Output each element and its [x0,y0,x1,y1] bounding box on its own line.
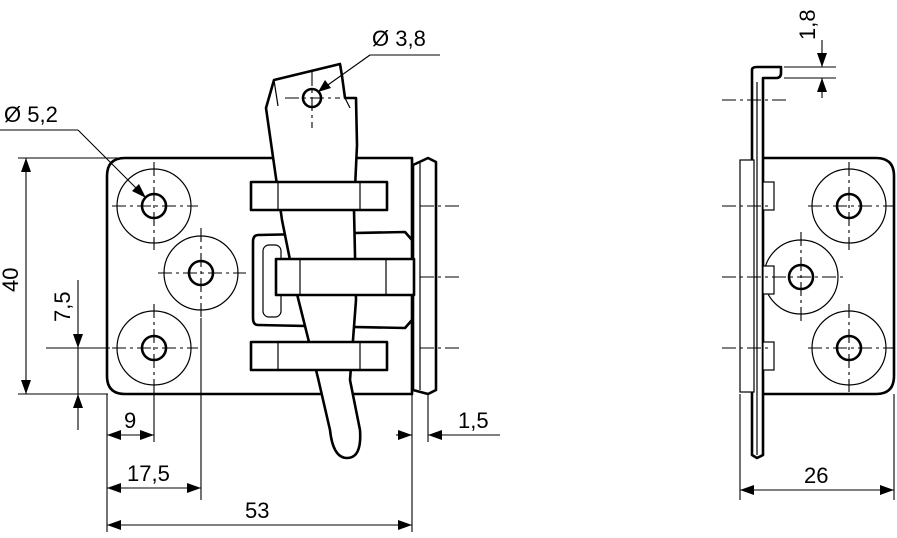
retaining-bar-bottom [249,340,389,372]
base-plate [105,156,414,396]
label-hole-spacing: 7,5 [50,291,75,322]
front-center-lines [112,72,462,392]
side-tab-bottom [762,341,775,371]
front-view [105,62,462,460]
side-plate [761,156,896,396]
flange-plate [411,156,438,396]
label-height: 40 [0,268,23,292]
label-center-hole: 17,5 [127,461,170,486]
label-hole-pin: Ø 3,8 [372,26,426,51]
label-length: 53 [245,498,269,523]
dim-height: 40 [0,157,120,395]
dim-hole-offset: 9 [107,408,154,440]
retaining-bar-middle [274,257,416,297]
label-hole-offset: 9 [124,408,136,433]
dimensions: Ø 5,2 Ø 3,8 40 7,5 [0,9,895,532]
dim-tab-height: 1,8 [784,9,836,98]
side-tab-middle [762,265,775,295]
label-hole-large: Ø 5,2 [4,102,58,127]
label-tab-height: 1,8 [795,9,820,40]
side-view [722,65,896,460]
label-side-width: 26 [804,463,828,488]
side-center-lines [722,99,894,392]
dim-flange: 1,5 [396,394,500,442]
dim-side-width: 26 [739,394,895,500]
dim-center-hole: 17,5 [107,461,201,493]
side-flange [750,65,783,460]
dim-hole-large: Ø 5,2 [0,102,147,199]
dim-hole-pin: Ø 3,8 [317,26,440,93]
dim-hole-spacing: 7,5 [46,280,110,430]
side-tab-top [762,181,775,211]
label-flange: 1,5 [458,408,489,433]
dim-length: 53 [107,498,412,530]
retaining-bar-top [249,180,389,212]
